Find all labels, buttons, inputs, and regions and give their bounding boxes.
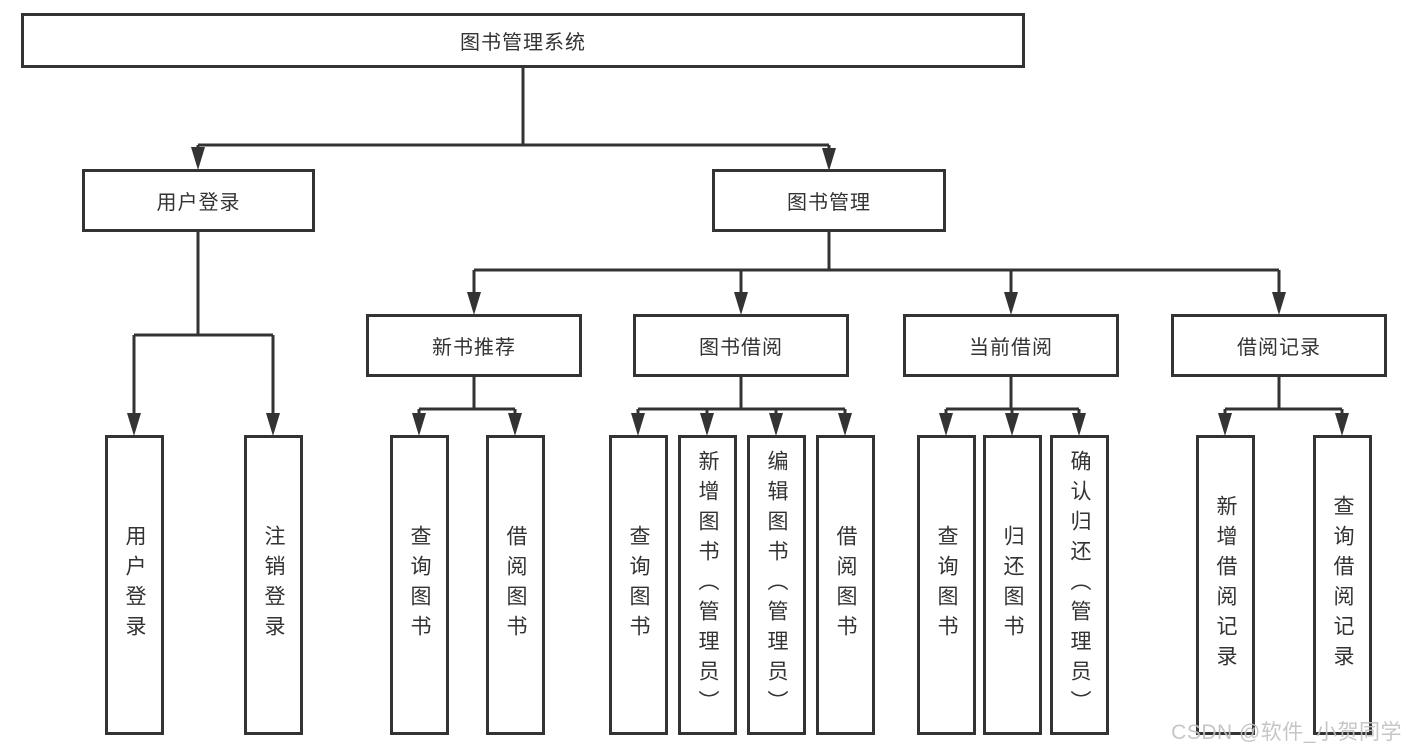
watermark: CSDN @软件_小贺同学 <box>1171 721 1402 744</box>
leaf-label: 新增图书（管理员） <box>696 450 719 720</box>
arrowhead-icon <box>266 413 280 436</box>
leaf-label: 查询图书 <box>935 525 958 645</box>
arrowhead-icon <box>508 413 522 436</box>
leaf-borrow-books-recommend: 借阅图书 <box>486 435 545 735</box>
node-label: 借阅记录 <box>1237 337 1321 359</box>
leaf-query-books-current: 查询图书 <box>917 435 976 735</box>
node-label: 当前借阅 <box>969 337 1053 359</box>
leaf-add-borrow-record: 新增借阅记录 <box>1196 435 1255 735</box>
leaf-query-books-borrow: 查询图书 <box>609 435 668 735</box>
leaf-query-books-recommend: 查询图书 <box>390 435 449 735</box>
arrowhead-icon <box>939 413 953 436</box>
arrowhead-icon <box>412 413 426 436</box>
leaf-edit-books-admin: 编辑图书（管理员） <box>747 435 806 735</box>
leaf-label: 新增借阅记录 <box>1214 495 1237 675</box>
leaf-label: 查询借阅记录 <box>1331 495 1354 675</box>
leaf-return-books: 归还图书 <box>983 435 1042 735</box>
arrowhead-icon <box>769 413 783 436</box>
leaf-label: 确认归还（管理员） <box>1068 450 1091 720</box>
arrowhead-icon <box>1072 413 1086 436</box>
node-label: 图书管理 <box>787 192 871 214</box>
leaf-user-login: 用户登录 <box>105 435 164 735</box>
arrowhead-icon <box>467 292 481 315</box>
leaf-confirm-return-admin: 确认归还（管理员） <box>1050 435 1109 735</box>
leaf-logout: 注销登录 <box>244 435 303 735</box>
arrowhead-icon <box>1218 413 1232 436</box>
node-label: 图书管理系统 <box>460 32 586 54</box>
arrowhead-icon <box>1005 413 1019 436</box>
arrowhead-icon <box>822 148 836 171</box>
node-label: 图书借阅 <box>699 337 783 359</box>
node-book-borrow: 图书借阅 <box>633 314 849 377</box>
arrowhead-icon <box>734 292 748 315</box>
leaf-label: 查询图书 <box>627 525 650 645</box>
leaf-add-books-admin: 新增图书（管理员） <box>678 435 737 735</box>
leaf-query-borrow-record: 查询借阅记录 <box>1313 435 1372 735</box>
arrowhead-icon <box>631 413 645 436</box>
node-new-book-recommend: 新书推荐 <box>366 314 582 377</box>
node-current-borrow: 当前借阅 <box>903 314 1119 377</box>
node-user-login: 用户登录 <box>82 169 315 232</box>
node-borrow-records: 借阅记录 <box>1171 314 1387 377</box>
leaf-label: 借阅图书 <box>504 525 527 645</box>
node-book-management: 图书管理 <box>712 169 946 232</box>
arrowhead-icon <box>1335 413 1349 436</box>
arrowhead-icon <box>1272 292 1286 315</box>
leaf-label: 编辑图书（管理员） <box>765 450 788 720</box>
leaf-label: 用户登录 <box>123 525 146 645</box>
arrowhead-icon <box>127 413 141 436</box>
leaf-label: 归还图书 <box>1001 525 1024 645</box>
arrowhead-icon <box>191 147 205 170</box>
node-label: 新书推荐 <box>432 337 516 359</box>
node-label: 用户登录 <box>156 192 241 214</box>
leaf-borrow-books: 借阅图书 <box>816 435 875 735</box>
arrowhead-icon <box>838 413 852 436</box>
leaf-label: 注销登录 <box>262 525 285 645</box>
arrowhead-icon <box>1004 292 1018 315</box>
leaf-label: 查询图书 <box>408 525 431 645</box>
node-library-management-system: 图书管理系统 <box>21 13 1025 68</box>
arrowhead-icon <box>700 413 714 436</box>
leaf-label: 借阅图书 <box>834 525 857 645</box>
